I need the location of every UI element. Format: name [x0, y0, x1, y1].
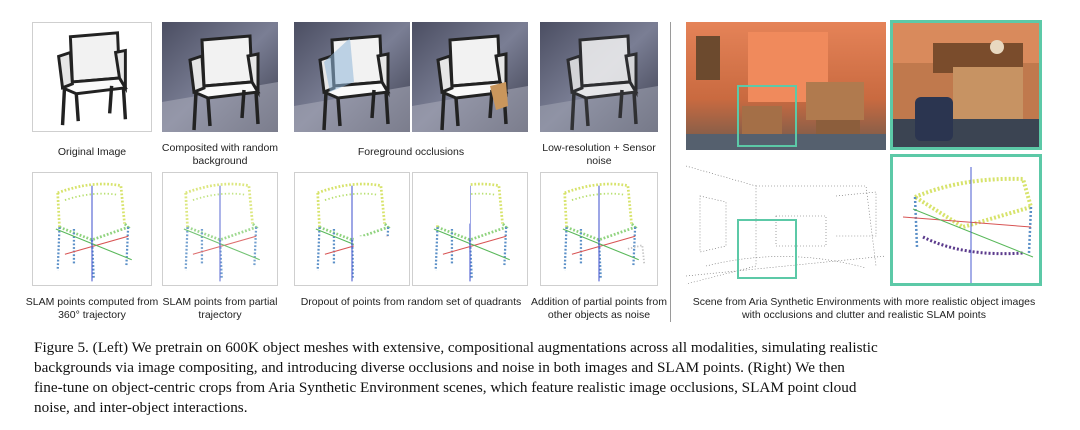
caption-line-2: backgrounds via image compositing, and i… — [34, 359, 845, 376]
noise-added-points — [540, 172, 658, 286]
caption-line-4: noise, and inter-object interactions. — [34, 399, 248, 416]
label-original-image: Original Image — [57, 146, 127, 158]
figure-caption: Figure 5. (Left) We pretrain on 600K obj… — [34, 338, 1050, 418]
aria-scene-crop-image — [890, 20, 1042, 150]
label-addition-noise: Addition of partial points from other ob… — [531, 296, 667, 321]
label-scene: Scene from Aria Synthetic Environments w… — [692, 296, 1036, 321]
caption-line-1: Figure 5. (Left) We pretrain on 600K obj… — [34, 339, 878, 356]
composited-chair-image — [162, 22, 278, 132]
aria-crop-slam-points — [890, 154, 1042, 286]
low-resolution-image — [540, 22, 658, 132]
left-right-divider — [670, 22, 671, 322]
label-composited: Composited with random background — [161, 142, 279, 167]
caption-line-3: fine-tune on object-centric crops from A… — [34, 379, 857, 396]
original-chair-image — [32, 22, 152, 132]
label-dropout: Dropout of points from random set of qua… — [300, 296, 522, 308]
slam-partial-points — [162, 172, 278, 286]
dropout-points-1 — [294, 172, 410, 286]
label-slam-360: SLAM points computed from 360° trajector… — [25, 296, 159, 321]
occlusion-image-1 — [294, 22, 410, 132]
slam-360-points — [32, 172, 152, 286]
occlusion-image-2 — [412, 22, 528, 132]
label-slam-partial: SLAM points from partial trajectory — [162, 296, 278, 321]
label-low-resolution: Low-resolution + Sensor noise — [542, 142, 656, 167]
aria-scene-slam-points — [686, 156, 886, 286]
aria-scene-image — [686, 22, 886, 150]
label-foreground-occlusions: Foreground occlusions — [357, 146, 465, 158]
dropout-points-2 — [412, 172, 528, 286]
